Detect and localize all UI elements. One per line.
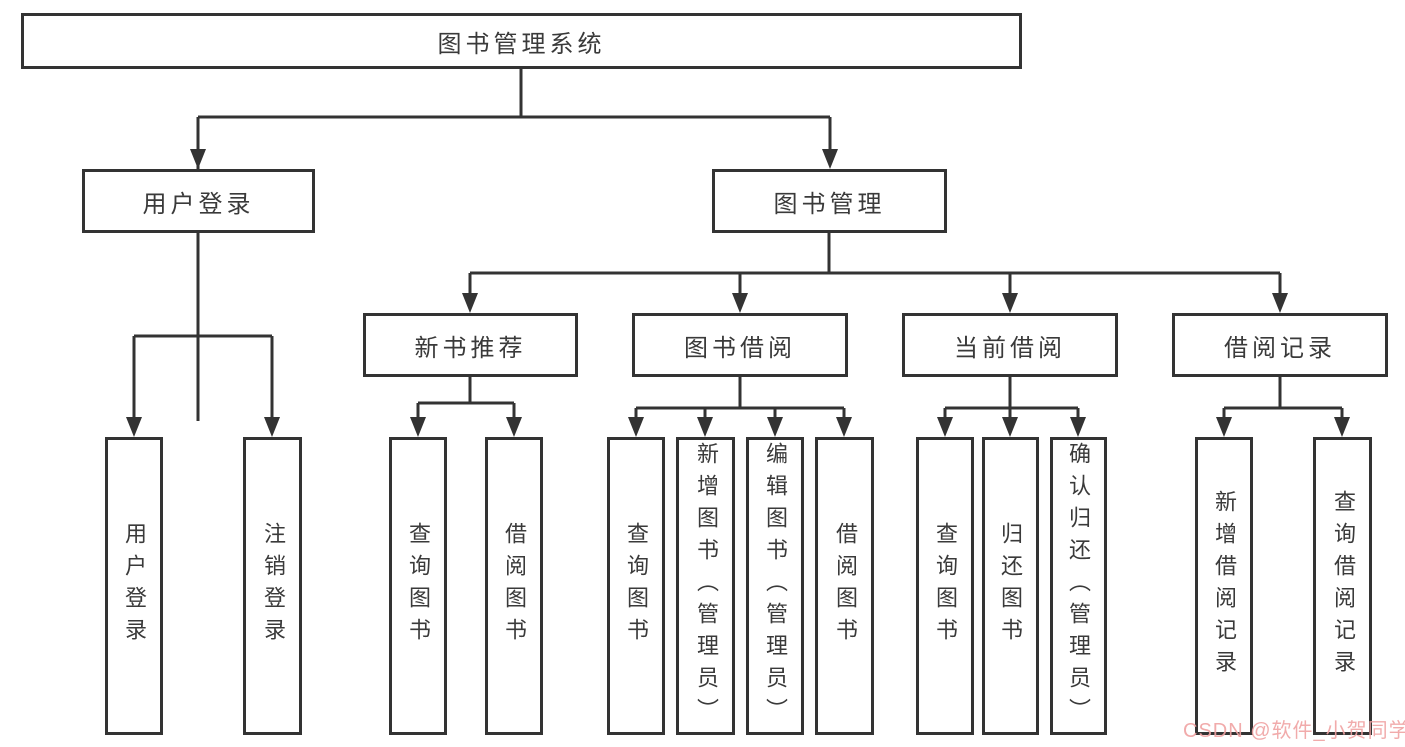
node-book-borrowing-label: 图书借阅 xyxy=(684,334,796,362)
leaf-user-login: 用户登录 xyxy=(105,437,163,735)
arrowhead xyxy=(462,293,478,313)
arrowhead xyxy=(1334,417,1350,437)
connector-borrowing-records-branch xyxy=(1222,377,1344,419)
node-root-label: 图书管理系统 xyxy=(437,30,606,58)
node-borrowing-records: 借阅记录 xyxy=(1172,313,1388,377)
node-user-login-label: 用户登录 xyxy=(142,190,255,218)
connector-book-borrowing-branch xyxy=(634,377,846,419)
leaf-query-books: 查询图书 xyxy=(916,437,974,735)
arrowhead xyxy=(1002,417,1018,437)
connector-current-borrowing-branch xyxy=(943,377,1080,419)
node-user-login: 用户登录 xyxy=(82,169,315,233)
node-current-borrowing-label: 当前借阅 xyxy=(954,334,1066,362)
leaf-borrow-books: 借阅图书 xyxy=(485,437,543,735)
arrowhead xyxy=(1070,417,1086,437)
arrowhead xyxy=(836,417,852,437)
leaf-confirm-return-admin: 确认归还（管理员） xyxy=(1050,437,1107,735)
arrowhead xyxy=(1216,417,1232,437)
connector-user-login-branch xyxy=(132,233,274,419)
connector-paths xyxy=(132,69,1344,421)
node-new-book-recommend: 新书推荐 xyxy=(363,313,578,377)
arrowhead xyxy=(506,417,522,437)
csdn-watermark: CSDN @软件_小贺同学 xyxy=(1183,720,1405,742)
arrowhead xyxy=(732,293,748,313)
leaf-add-book-admin: 新增图书（管理员） xyxy=(676,437,735,735)
leaf-add-borrow-record: 新增借阅记录 xyxy=(1195,437,1253,735)
node-book-management: 图书管理 xyxy=(712,169,947,233)
arrowheads xyxy=(126,149,1350,437)
arrowhead xyxy=(628,417,644,437)
arrowhead xyxy=(264,417,280,437)
arrowhead xyxy=(190,149,206,169)
node-root-system: 图书管理系统 xyxy=(21,13,1022,69)
node-book-management-label: 图书管理 xyxy=(773,190,886,218)
node-borrowing-records-label: 借阅记录 xyxy=(1224,334,1336,362)
node-new-book-recommend-label: 新书推荐 xyxy=(414,334,527,362)
arrowhead xyxy=(697,417,713,437)
leaf-query-borrow-record: 查询借阅记录 xyxy=(1313,437,1372,735)
node-current-borrowing: 当前借阅 xyxy=(902,313,1118,377)
connector-book-management-branch xyxy=(468,233,1282,295)
leaf-return-book: 归还图书 xyxy=(982,437,1039,735)
arrowhead xyxy=(1272,293,1288,313)
leaf-edit-book-admin: 编辑图书（管理员） xyxy=(746,437,804,735)
arrowhead xyxy=(126,417,142,437)
arrowhead xyxy=(1002,293,1018,313)
arrowhead xyxy=(767,417,783,437)
connector-root-to-level2 xyxy=(196,69,832,421)
leaf-query-books: 查询图书 xyxy=(607,437,665,735)
node-book-borrowing: 图书借阅 xyxy=(632,313,848,377)
connector-new-book-branch xyxy=(416,377,516,419)
leaf-query-books: 查询图书 xyxy=(389,437,447,735)
arrowhead xyxy=(410,417,426,437)
arrowhead xyxy=(937,417,953,437)
leaf-borrow-books: 借阅图书 xyxy=(815,437,874,735)
arrowhead xyxy=(822,149,838,169)
leaf-logout-login: 注销登录 xyxy=(243,437,302,735)
